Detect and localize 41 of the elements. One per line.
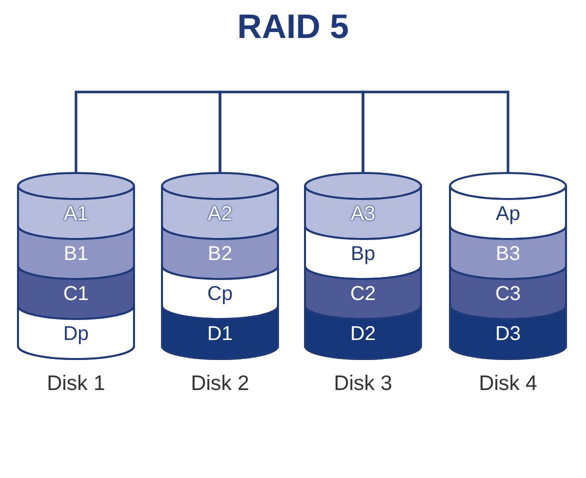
block-label: A2 [206,202,234,227]
block-label: A1 [62,202,90,227]
block-label: B3 [494,242,522,267]
connector-line [362,90,510,172]
disk-cylinder [17,172,135,362]
disk-label: Disk 4 [478,372,538,395]
disk-label: Disk 1 [46,372,106,395]
stripe-block [17,306,135,360]
stripe-block [161,266,279,320]
diagram-title: RAID 5 [236,8,350,47]
block-label: D3 [494,322,522,347]
stripe-block [449,306,567,360]
stripe-block [304,226,422,280]
stripe-block [161,226,279,280]
disk-cylinder [304,172,422,362]
disk-label: Disk 3 [334,372,392,395]
disk-label: Disk 2 [190,372,250,395]
stripe-block [449,226,567,280]
connector-line [218,90,364,172]
block-label: Bp [350,242,376,267]
block-label: C2 [349,282,377,307]
stripe-block [449,266,567,320]
block-label: Dp [62,322,90,347]
block-label: A3 [350,202,376,227]
block-label: D2 [349,322,377,347]
stripe-block [304,266,422,320]
disk-cylinder [161,172,279,362]
stripe-block [17,226,135,280]
block-label: Ap [494,202,522,227]
stripe-block [304,306,422,360]
stripe-block [17,266,135,320]
stripe-block [161,306,279,360]
block-label: C1 [62,282,90,307]
stripe-block [449,186,567,240]
block-label: B1 [62,242,90,267]
block-label: B2 [206,242,234,267]
connector-line [74,90,222,172]
block-label: C3 [494,282,522,307]
block-label: D1 [206,322,234,347]
block-label: Cp [206,282,234,307]
disk-cylinder [449,172,567,362]
